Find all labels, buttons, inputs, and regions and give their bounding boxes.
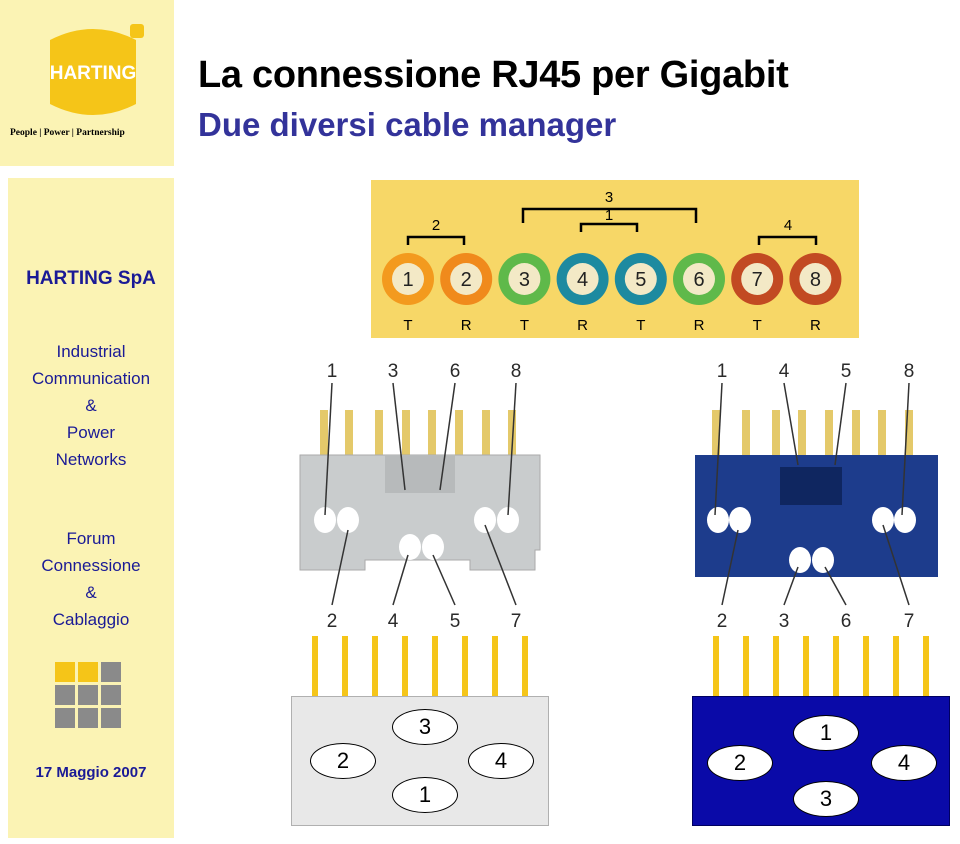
pin-number: 8 — [810, 269, 821, 291]
pin-letter: T — [520, 317, 529, 334]
grey-pair-top: 3 — [392, 709, 458, 745]
grey-pair-schematic: 2 3 4 1 — [291, 696, 549, 826]
date-label: 17 Maggio 2007 — [35, 764, 147, 781]
pin-3-inner — [508, 263, 541, 295]
grey-cable-manager: 1 3 6 8 2 4 5 7 — [299, 361, 541, 632]
blue-pair-right: 4 — [871, 745, 937, 781]
pin-letter: T — [753, 317, 762, 334]
event-text: Forum Connessione & Cablaggio — [8, 525, 174, 633]
pin-letter: T — [636, 317, 645, 334]
pin-number: 3 — [519, 269, 530, 291]
blue-top-pin: 4 — [779, 361, 790, 382]
division-text: Industrial Communication & Power Network… — [8, 338, 174, 473]
logo-brand-text: HARTING — [50, 63, 137, 84]
pin-letter: R — [461, 317, 472, 334]
blue-bottom-pin: 7 — [904, 611, 915, 632]
pin-number: 7 — [752, 269, 763, 291]
blue-bottom-pin: 6 — [841, 611, 852, 632]
event-line: & — [85, 583, 97, 602]
pin-4-inner — [566, 263, 599, 295]
page-title: La connessione RJ45 per Gigabit — [198, 54, 789, 96]
division-line: Industrial — [56, 342, 126, 361]
pair-diagram: 2 3 1 4 1T 2R 3T 4R 5T 6R 7T 8R — [382, 189, 842, 334]
pin-number: 6 — [693, 269, 704, 291]
grey-top-pin: 6 — [450, 361, 461, 382]
pin-letter: R — [577, 317, 588, 334]
grey-bottom-pin: 7 — [511, 611, 522, 632]
event-line: Cablaggio — [52, 610, 130, 629]
pin-1-inner — [392, 263, 424, 295]
blue-pair-left: 2 — [707, 745, 773, 781]
blue-bottom-pin: 3 — [779, 611, 790, 632]
grey-bottom-pin: 2 — [327, 611, 338, 632]
pair1-bracket — [579, 222, 639, 232]
grey-pair-right: 4 — [468, 743, 534, 779]
grey-bottom-pin: 4 — [388, 611, 399, 632]
blue-pair-schematic: 2 1 4 3 — [692, 696, 950, 826]
pin-letter: T — [403, 317, 412, 334]
pair1-label: 1 — [605, 207, 613, 224]
pin-2-inner — [450, 263, 483, 295]
division-line: Communication — [31, 369, 151, 388]
page-subtitle: Due diversi cable manager — [198, 106, 617, 143]
blue-pair-top: 1 — [793, 715, 859, 751]
pin-7-inner — [741, 263, 774, 295]
pair2-label: 2 — [432, 217, 440, 234]
pin-5-inner — [624, 263, 657, 295]
pin-number: 1 — [402, 269, 413, 291]
blue-top-pin: 8 — [904, 361, 915, 382]
division-line: Power — [66, 423, 116, 442]
grey-top-pin: 8 — [511, 361, 522, 382]
logo-tagline: People | Power | Partnership — [10, 128, 125, 138]
blue-bottom-pin: 2 — [717, 611, 728, 632]
pin-number: 5 — [635, 269, 646, 291]
pin-6-inner — [683, 263, 715, 295]
grey-bottom-pin: 5 — [450, 611, 461, 632]
grey-top-pin: 3 — [388, 361, 399, 382]
grey-schematic-wires — [312, 636, 542, 696]
pin-letter: R — [694, 317, 705, 334]
grid-icon — [55, 662, 121, 728]
pair4-label: 4 — [784, 217, 792, 234]
pair3-bracket — [521, 207, 698, 223]
blue-cable-manager: 1 4 5 8 2 3 6 7 — [695, 361, 938, 632]
grey-pair-bottom: 1 — [392, 777, 458, 813]
blue-schematic-wires — [713, 636, 943, 696]
grey-top-pin: 1 — [327, 361, 338, 382]
pin-number: 2 — [461, 269, 472, 291]
company-name: HARTING SpA — [26, 268, 156, 289]
event-line: Forum — [66, 529, 116, 548]
pair2-bracket — [406, 235, 466, 245]
pin-letter: R — [810, 317, 821, 334]
harting-logo: HARTING — [50, 24, 144, 115]
division-line: & — [85, 396, 97, 415]
pin-number: 4 — [577, 269, 588, 291]
grey-pair-left: 2 — [310, 743, 376, 779]
pair4-bracket — [757, 235, 818, 245]
blue-pair-bottom: 3 — [793, 781, 859, 817]
pin-8-inner — [799, 263, 832, 295]
division-line: Networks — [55, 450, 127, 469]
pair3-label: 3 — [605, 189, 613, 206]
blue-top-pin: 1 — [717, 361, 728, 382]
blue-top-pin: 5 — [841, 361, 852, 382]
event-line: Connessione — [41, 556, 141, 575]
